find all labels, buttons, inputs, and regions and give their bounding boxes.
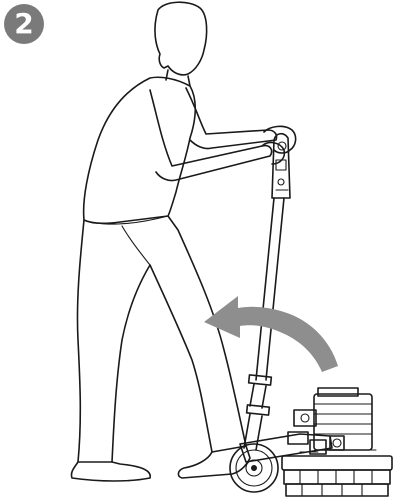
operator-head: [155, 2, 207, 75]
operator-back-arm: [186, 88, 277, 149]
operator-trouser-crease: [122, 226, 150, 265]
motor: [294, 388, 372, 450]
machine-frame: [240, 434, 332, 462]
operator-front-shoe: [178, 446, 250, 478]
operator-torso: [84, 77, 196, 223]
handle-collars: [247, 375, 272, 415]
handle-pole: [256, 198, 284, 380]
operator-back-shoe: [71, 462, 150, 481]
grinding-head: [282, 456, 392, 496]
operator-legs: [77, 216, 246, 462]
operator-figure: [71, 2, 295, 481]
transport-wheel: [230, 444, 278, 492]
operator-front-arm: [150, 90, 272, 181]
